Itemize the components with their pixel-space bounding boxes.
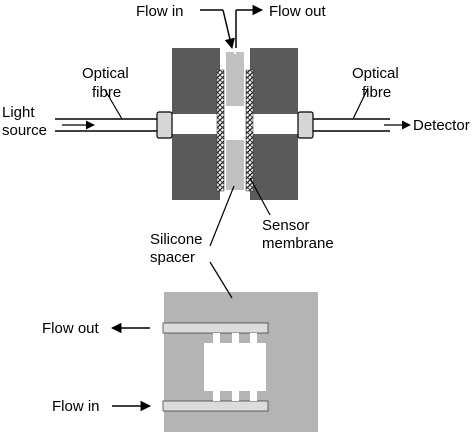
label-light-source-2: source	[2, 122, 47, 139]
left-sensor-membrane	[216, 69, 225, 192]
label-flow-out-bottom: Flow out	[42, 320, 100, 337]
right-housing-block	[250, 48, 298, 200]
inlet-tube	[162, 400, 269, 412]
top-flow-connections	[200, 4, 264, 50]
spacer-lower	[226, 140, 244, 190]
spacer-leader	[209, 185, 235, 247]
right-ferrule	[297, 111, 314, 139]
left-housing-block	[172, 48, 220, 200]
outlet-tube	[162, 322, 269, 334]
label-sensor-membrane-2: membrane	[262, 235, 334, 252]
flow-in-arrow	[222, 9, 235, 50]
right-optical-fibre	[297, 111, 411, 139]
left-fibre-leader	[104, 89, 123, 120]
label-silicone-spacer-1: Silicone	[150, 231, 203, 248]
right-sensor-membrane	[245, 69, 254, 192]
channel-rungs	[213, 333, 257, 401]
label-sensor-membrane-1: Sensor	[262, 217, 310, 234]
label-optical-fibre-left-1: Optical	[82, 65, 129, 82]
left-block-lower	[172, 134, 220, 200]
left-block-upper	[172, 48, 220, 114]
left-optical-fibre	[55, 111, 173, 139]
label-light-source-1: Light	[2, 104, 35, 121]
silicone-spacer-element	[226, 48, 244, 190]
label-optical-fibre-right-1: Optical	[352, 65, 399, 82]
left-ferrule	[156, 111, 173, 139]
label-flow-out-top: Flow out	[269, 3, 327, 20]
label-flow-in-bottom: Flow in	[52, 398, 100, 415]
label-flow-in-top: Flow in	[136, 3, 184, 20]
label-silicone-spacer-2: spacer	[150, 249, 195, 266]
plan-spacer-leader	[209, 261, 233, 299]
right-fibre-leader	[352, 87, 369, 120]
spacer-upper	[226, 52, 244, 106]
label-optical-fibre-right-2: fibre	[362, 84, 391, 101]
label-optical-fibre-left-2: fibre	[92, 84, 121, 101]
sensing-window	[204, 343, 266, 391]
right-block-upper	[250, 48, 298, 114]
label-detector: Detector	[413, 117, 470, 134]
membrane-leader	[249, 177, 271, 216]
right-block-lower	[250, 134, 298, 200]
